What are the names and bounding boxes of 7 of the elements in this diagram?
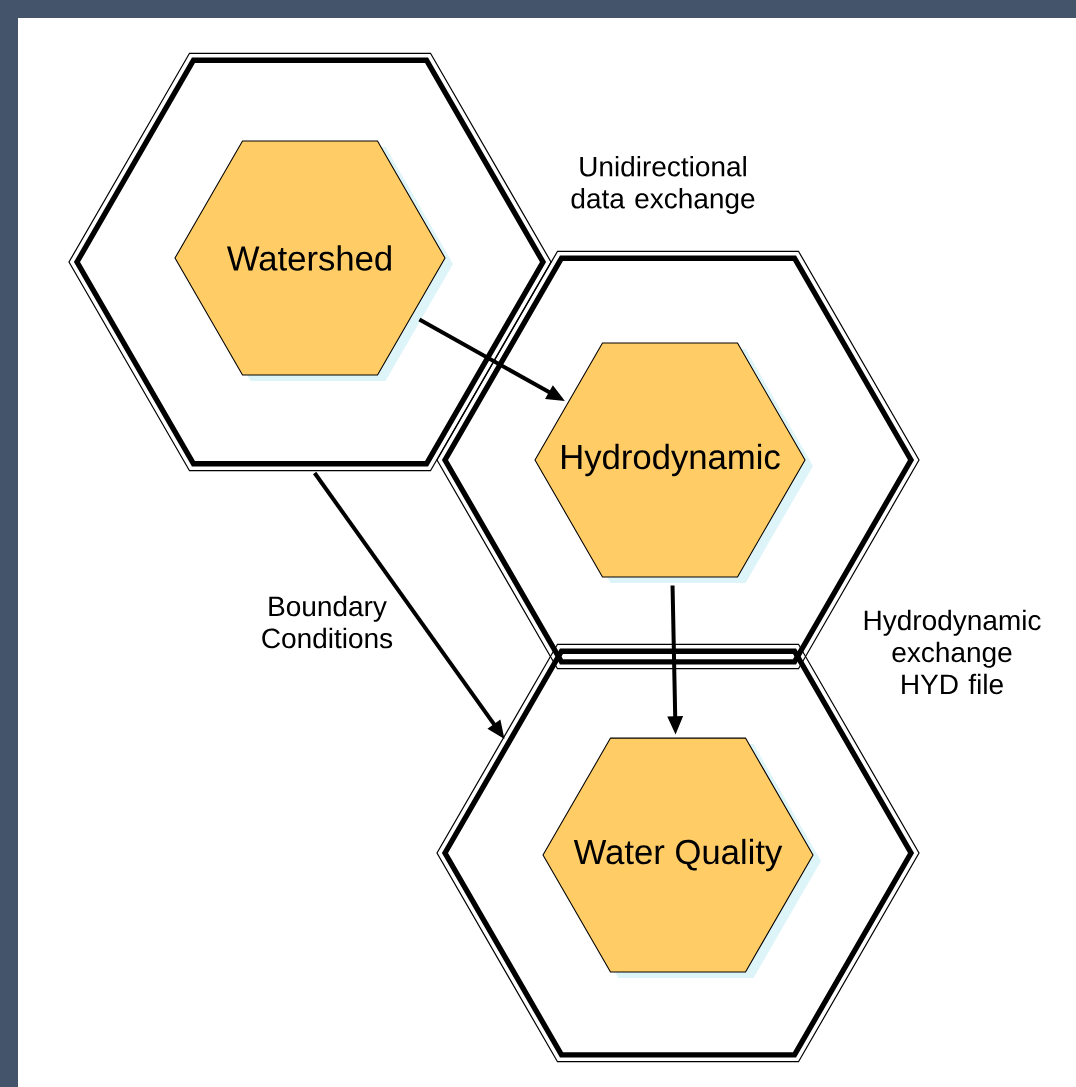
- note-label: Hydrodynamic exchange HYD file: [864, 609, 1041, 695]
- double-hexagon: [68, 52, 552, 472]
- note-label: Unidirectional data exchange: [571, 155, 755, 215]
- hexagon-box: Water Quality: [542, 737, 821, 978]
- edge-label: Boundary Conditions: [262, 595, 393, 649]
- hexagon-box: Watershed: [174, 140, 453, 381]
- hexagon-box: Hydrodynamic: [534, 342, 813, 583]
